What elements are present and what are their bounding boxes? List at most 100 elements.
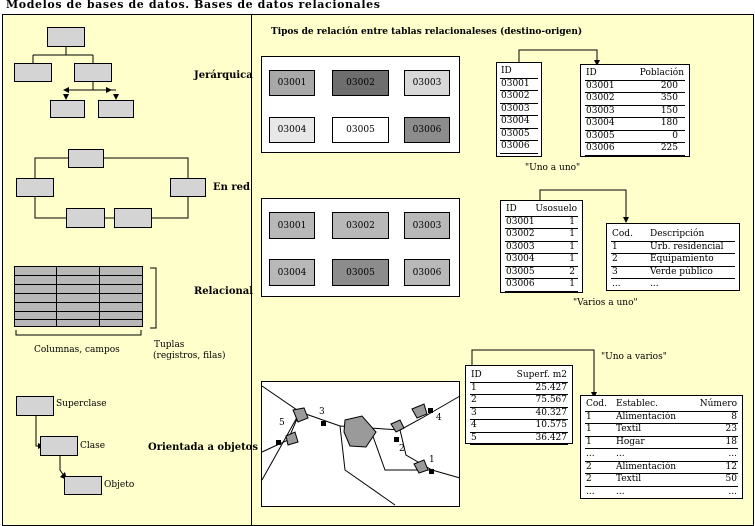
- row-value: 40.327: [535, 407, 568, 418]
- grid-cell: 03002: [332, 70, 389, 96]
- grid-cell: 03006: [404, 117, 450, 143]
- row-value: 1: [569, 254, 575, 264]
- row-value: 2: [569, 266, 575, 277]
- row-mid: ...: [616, 449, 625, 459]
- row-id: 03006: [586, 143, 615, 153]
- grid-cell: 03003: [404, 212, 450, 239]
- one-to-one-left-table: ID 03001 03002 03003 03004 03005 03006: [496, 62, 542, 157]
- grid-cell: 03005: [332, 259, 389, 286]
- row-value: 25.427: [535, 382, 568, 393]
- many-to-one-label: "Varios a uno": [573, 298, 638, 308]
- header-id: ID: [586, 68, 597, 78]
- relations-heading: Tipos de relación entre tablas relaciona…: [271, 27, 583, 37]
- row-id: 03004: [586, 118, 615, 128]
- header-id: Cod.: [612, 229, 633, 239]
- header-id: ID: [506, 204, 517, 214]
- row-id: 1: [586, 436, 592, 447]
- hierarchy-root-node: [47, 27, 85, 47]
- row-value: 12: [725, 461, 737, 472]
- row-id: ...: [612, 279, 621, 289]
- row-id: ...: [586, 449, 595, 459]
- grid-cell: 03003: [404, 70, 450, 96]
- network-node: [16, 178, 54, 197]
- relational-tuples-sublabel: (registros, filas): [153, 351, 226, 361]
- relational-label: Relacional: [194, 286, 254, 297]
- class-label: Clase: [80, 441, 106, 451]
- row-value: 36.427: [535, 432, 568, 443]
- row-id: 2: [612, 254, 618, 264]
- row-id: 1: [471, 382, 477, 393]
- row-value: Urb. residencial: [650, 241, 724, 252]
- grid-cell: 03001: [269, 212, 315, 239]
- page-title: Modelos de bases de datos. Bases de dato…: [6, 0, 381, 11]
- row-value: 1: [569, 279, 575, 289]
- row-id: 3: [612, 266, 618, 277]
- one-to-one-label: "Uno a uno": [525, 163, 581, 173]
- id-value: 03005: [501, 128, 530, 139]
- row-value: 18: [725, 436, 737, 447]
- row-value: 23: [725, 424, 737, 434]
- row-id: 2: [586, 474, 592, 484]
- row-mid: Alimentación: [616, 411, 677, 422]
- one-to-many-label: "Uno a varios": [601, 352, 667, 362]
- hierarchy-leaf-node: [50, 100, 85, 118]
- id-value: 03003: [501, 103, 530, 114]
- row-mid: Hogar: [616, 436, 645, 447]
- map-label: 4: [436, 413, 442, 423]
- network-node: [66, 208, 105, 228]
- row-value: 1: [569, 229, 575, 239]
- header-value: Descripción: [650, 229, 705, 239]
- object-label: Objeto: [104, 480, 135, 490]
- row-value: ...: [728, 449, 737, 459]
- grid-cell: 03001: [269, 70, 315, 96]
- map-label: 3: [319, 407, 325, 417]
- row-value: 75.567: [535, 395, 568, 405]
- object-node: [64, 476, 102, 495]
- header-id: ID: [471, 370, 482, 380]
- id-value: 03001: [501, 78, 530, 89]
- row-value: Equipamiento: [650, 254, 714, 264]
- network-node: [114, 208, 152, 228]
- row-id: 03005: [506, 266, 535, 277]
- row-mid: Alimentación: [616, 461, 677, 472]
- row-id: 1: [586, 424, 592, 434]
- row-id: 2: [586, 461, 592, 472]
- row-value: 350: [660, 93, 678, 103]
- hierarchy-child-node: [14, 63, 52, 82]
- row-id: 03003: [506, 241, 535, 252]
- header-id: Cod.: [586, 399, 607, 409]
- row-value: 1: [569, 216, 575, 227]
- hierarchy-leaf-node: [98, 100, 134, 118]
- row-mid: Textil: [616, 424, 642, 434]
- hierarchy-child-node: [74, 63, 112, 82]
- network-label: En red: [213, 182, 250, 193]
- row-value: 10.575: [535, 420, 568, 430]
- map-label: 5: [279, 418, 285, 428]
- row-id: 3: [471, 407, 477, 418]
- row-value: 1: [569, 241, 575, 252]
- row-id: 03001: [586, 80, 615, 91]
- row-id: 03006: [506, 279, 535, 289]
- header-id: ID: [501, 66, 512, 76]
- relational-table-grid: [14, 266, 143, 327]
- class-node: [40, 436, 78, 456]
- row-value: 8: [731, 411, 737, 422]
- header-value: Número: [699, 399, 737, 409]
- grid-cell: 03002: [332, 212, 389, 239]
- row-id: 03005: [586, 130, 615, 141]
- grid-cell: 03004: [269, 117, 315, 143]
- id-value: 03006: [501, 141, 530, 151]
- row-id: 03002: [586, 93, 615, 103]
- superclass-node: [16, 396, 54, 416]
- superclass-label: Superclase: [56, 399, 107, 409]
- row-value: ...: [650, 279, 659, 289]
- relational-tuples-label: Tuplas: [154, 340, 185, 350]
- row-value: ...: [728, 486, 737, 497]
- network-node: [170, 178, 206, 197]
